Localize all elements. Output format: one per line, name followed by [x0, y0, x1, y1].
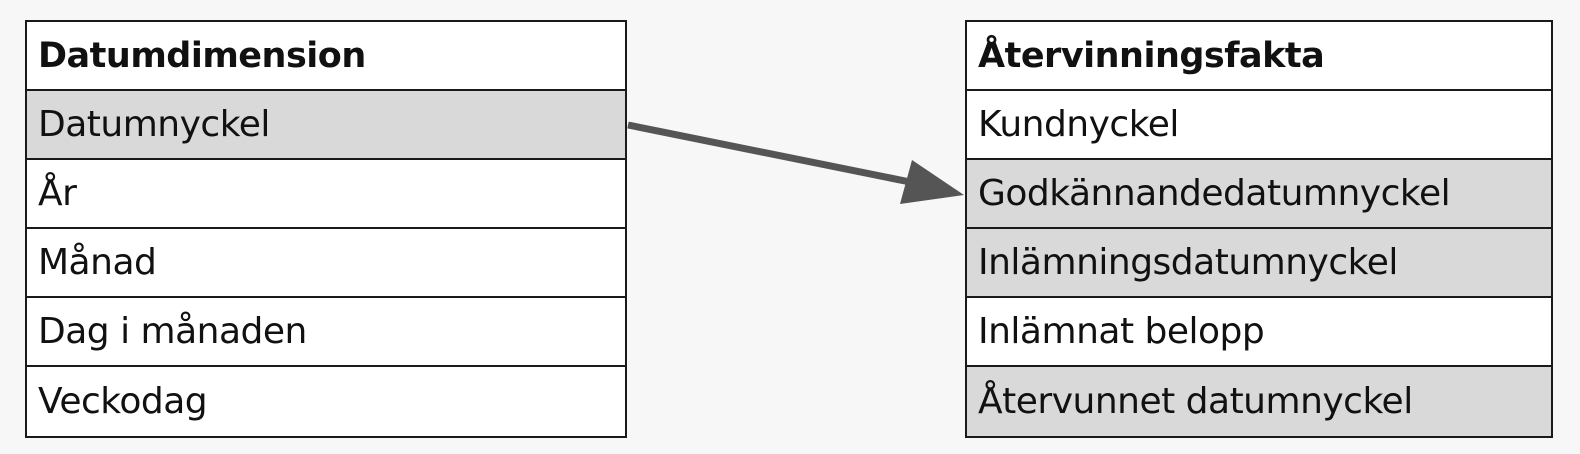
field-row-datumnyckel: Datumnyckel — [27, 91, 625, 160]
field-row-veckodag: Veckodag — [27, 367, 625, 436]
date-dimension-title: Datumdimension — [27, 22, 625, 91]
date-dimension-table: Datumdimension Datumnyckel År Månad Dag … — [25, 20, 627, 438]
field-row-ar: År — [27, 160, 625, 229]
relationship-arrow-head — [900, 160, 964, 204]
field-row-atervunnet-datumnyckel: Återvunnet datumnyckel — [967, 367, 1551, 436]
field-row-inlamningsdatumnyckel: Inlämningsdatumnyckel — [967, 229, 1551, 298]
field-row-manad: Månad — [27, 229, 625, 298]
recovery-fact-title: Återvinningsfakta — [967, 22, 1551, 91]
field-row-kundnyckel: Kundnyckel — [967, 91, 1551, 160]
field-row-dag-i-manaden: Dag i månaden — [27, 298, 625, 367]
field-row-inlamnat-belopp: Inlämnat belopp — [967, 298, 1551, 367]
relationship-arrow-line — [627, 121, 916, 187]
field-row-godkannandedatumnyckel: Godkännandedatumnyckel — [967, 160, 1551, 229]
recovery-fact-table: Återvinningsfakta Kundnyckel Godkännande… — [965, 20, 1553, 438]
